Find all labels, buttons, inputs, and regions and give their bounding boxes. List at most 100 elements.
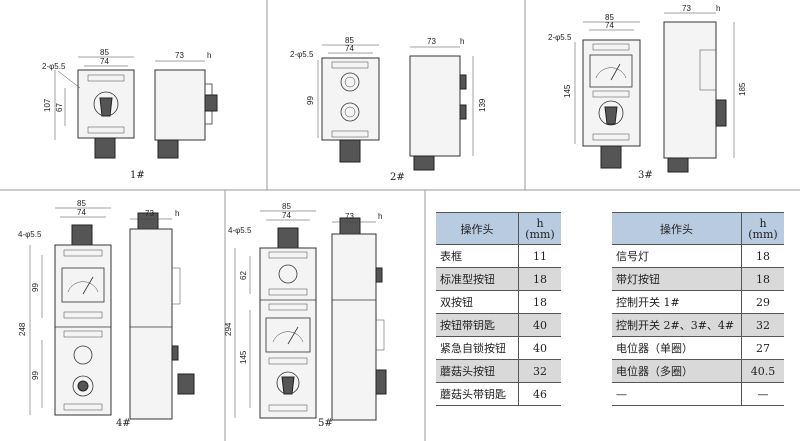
push-button-icon xyxy=(340,102,360,122)
label-slot xyxy=(63,403,103,411)
dim-width-inner: 74 xyxy=(282,211,291,220)
cell-operator: 蘑菇头按钮 xyxy=(436,359,519,383)
enclosure-side xyxy=(129,228,173,420)
dim-holes: 4-φ5.5 xyxy=(18,230,42,239)
cell-h: 11 xyxy=(518,244,561,268)
label-slot xyxy=(268,357,308,365)
dim-width: 85 xyxy=(77,199,86,208)
diagram-3: 85 74 2-φ5.5 145 73 h 185 3# xyxy=(548,4,747,181)
dim-height-total: 139 xyxy=(478,98,487,112)
cell-operator: 信号灯 xyxy=(612,244,742,268)
dim-width: 85 xyxy=(282,202,291,211)
light-icon xyxy=(278,264,298,284)
dim-height-inner: 67 xyxy=(55,103,64,112)
dim-lower: 99 xyxy=(31,371,40,380)
dim-width: 85 xyxy=(345,36,354,45)
cell-operator: 表框 xyxy=(436,244,519,268)
dim-upper: 62 xyxy=(239,271,248,280)
cable-gland xyxy=(413,155,435,171)
meter-frame xyxy=(61,267,105,303)
knob-side xyxy=(375,369,387,395)
dim-height-total: 185 xyxy=(738,82,747,96)
dim-h: h xyxy=(207,51,211,60)
caption: 2# xyxy=(390,172,405,183)
dim-h: h xyxy=(460,37,464,46)
knob-side xyxy=(204,94,218,112)
knob-side xyxy=(715,99,727,127)
cell-operator: 带灯按钮 xyxy=(612,267,742,291)
meter-side xyxy=(171,267,181,305)
label-slot xyxy=(592,90,630,98)
meter-frame xyxy=(265,317,311,353)
cell-h: 18 xyxy=(741,267,784,291)
header-h: h(mm) xyxy=(741,212,784,245)
cable-gland-top xyxy=(277,227,299,249)
cable-gland xyxy=(157,139,179,159)
table-row: —— xyxy=(612,382,784,406)
diagram-4: 85 74 4-φ5.5 99 248 99 73 h 4# xyxy=(18,199,195,429)
meter-needle-icon xyxy=(287,326,299,345)
label-slot xyxy=(331,61,369,69)
label-slot xyxy=(268,251,308,259)
diagram-2: 85 74 2-φ5.5 99 73 h 139 2# xyxy=(290,36,487,183)
cell-operator: 电位器（多圈） xyxy=(612,359,742,383)
dim-depth: 73 xyxy=(345,212,354,221)
dim-height: 99 xyxy=(306,96,315,105)
mushroom-side xyxy=(177,373,195,395)
cell-operator: 按钮带钥匙 xyxy=(436,313,519,337)
label-slot xyxy=(592,43,630,51)
table-header: 操作头 h(mm) xyxy=(436,212,561,245)
meter-needle-icon xyxy=(82,276,94,295)
dim-holes: 2-φ5.5 xyxy=(548,33,572,42)
cell-operator: 电位器（单圈） xyxy=(612,336,742,360)
cell-h: 32 xyxy=(741,313,784,337)
cable-gland xyxy=(600,145,622,169)
cell-h: 40.5 xyxy=(741,359,784,383)
meter-needle-icon xyxy=(610,63,621,81)
dim-width-inner: 74 xyxy=(77,208,86,217)
cable-gland xyxy=(339,139,361,163)
caption: 4# xyxy=(116,418,131,429)
dim-holes: 2-φ5.5 xyxy=(290,50,314,59)
cell-h: — xyxy=(741,382,784,406)
cable-gland xyxy=(667,157,689,173)
header-operator: 操作头 xyxy=(612,212,742,245)
table-header: 操作头 h(mm) xyxy=(612,212,784,245)
cell-h: 29 xyxy=(741,290,784,314)
dim-lower: 145 xyxy=(239,350,248,364)
table-row: 控制开关 2#、3#、4#32 xyxy=(612,313,784,337)
header-h: h(mm) xyxy=(518,212,561,245)
cell-operator: 控制开关 2#、3#、4# xyxy=(612,313,742,337)
enclosure-front xyxy=(582,39,641,147)
diagram-1: 85 74 2-φ5.5 107 67 73 h 1# xyxy=(42,48,218,181)
dim-height: 145 xyxy=(563,84,572,98)
dim-depth: 73 xyxy=(145,209,154,218)
table-row: 控制开关 1#29 xyxy=(612,290,784,314)
dim-h: h xyxy=(378,212,382,221)
table-row: 电位器（多圈）40.5 xyxy=(612,359,784,383)
label-slot xyxy=(331,130,369,138)
dim-h: h xyxy=(175,209,179,218)
dim-holes: 2-φ5.5 xyxy=(42,62,66,71)
dim-width: 85 xyxy=(605,13,614,22)
dim-width: 85 xyxy=(100,48,109,57)
dim-height-total: 294 xyxy=(224,322,233,336)
label-slot xyxy=(87,126,125,134)
label-slot xyxy=(63,249,103,257)
cell-h: 46 xyxy=(518,382,561,406)
dim-h: h xyxy=(716,4,720,13)
dim-height-total: 248 xyxy=(18,322,27,336)
label-slot xyxy=(268,303,308,311)
label-slot xyxy=(268,288,308,296)
label-slot xyxy=(63,311,103,319)
label-slot xyxy=(268,404,308,412)
light-side xyxy=(171,345,179,361)
diagram-5: 85 74 4-φ5.5 62 294 145 73 h 5# xyxy=(224,202,387,429)
